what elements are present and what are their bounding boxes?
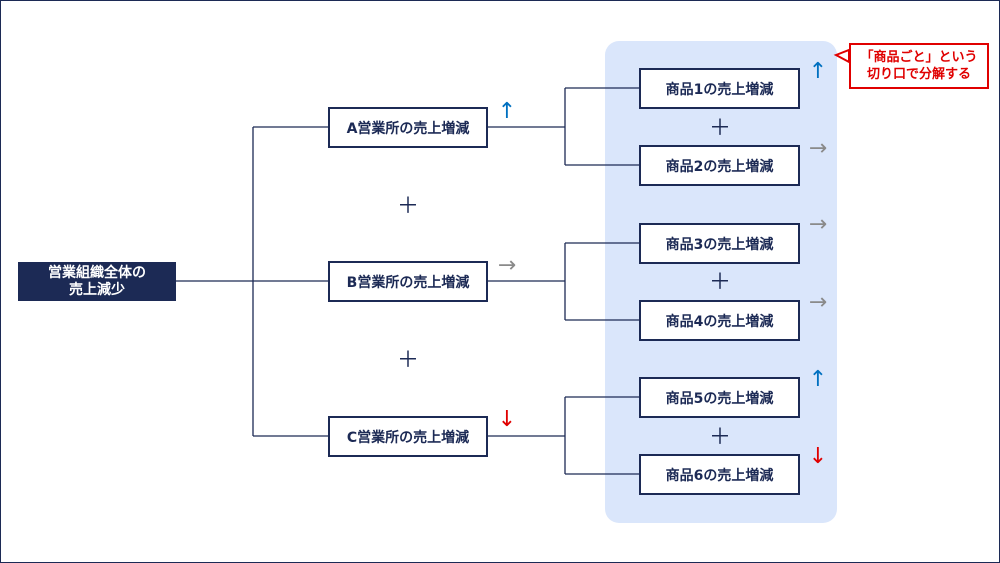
- product-2-node: 商品2の売上増減: [639, 145, 800, 186]
- root-label-line1: 営業組織全体の: [48, 264, 146, 281]
- product-6-trend-arrow: ↓: [808, 444, 828, 469]
- office-b-trend-arrow: →: [497, 253, 517, 278]
- office-a-node: A営業所の売上増減: [328, 107, 488, 148]
- office-c-node: C営業所の売上増減: [328, 416, 488, 457]
- plus-sign: ＋: [396, 194, 419, 219]
- plus-sign: ＋: [396, 348, 419, 373]
- callout-note: 「商品ごと」という 切り口で分解する: [849, 43, 989, 89]
- callout-line2: 切り口で分解する: [866, 67, 971, 82]
- root-node: 営業組織全体の売上減少: [18, 262, 176, 301]
- product-6-node: 商品6の売上増減: [639, 454, 800, 495]
- product-4-trend-arrow: →: [808, 290, 828, 315]
- product-group-highlight: [605, 41, 837, 523]
- product-4-node: 商品4の売上増減: [639, 300, 800, 341]
- plus-sign: ＋: [708, 425, 731, 450]
- callout-pointer: [833, 48, 850, 64]
- product-5-node: 商品5の売上増減: [639, 377, 800, 418]
- plus-sign: ＋: [708, 270, 731, 295]
- office-c-trend-arrow: ↓: [497, 407, 517, 432]
- product-3-node: 商品3の売上増減: [639, 223, 800, 264]
- product-1-node: 商品1の売上増減: [639, 68, 800, 109]
- product-1-trend-arrow: ↑: [808, 59, 828, 84]
- callout-line1: 「商品ごと」という: [860, 50, 978, 65]
- plus-sign: ＋: [708, 116, 731, 141]
- product-2-trend-arrow: →: [808, 136, 828, 161]
- product-5-trend-arrow: ↑: [808, 367, 828, 392]
- office-a-trend-arrow: ↑: [497, 99, 517, 124]
- office-b-node: B営業所の売上増減: [328, 261, 488, 302]
- product-3-trend-arrow: →: [808, 212, 828, 237]
- root-label-line2: 売上減少: [69, 281, 125, 298]
